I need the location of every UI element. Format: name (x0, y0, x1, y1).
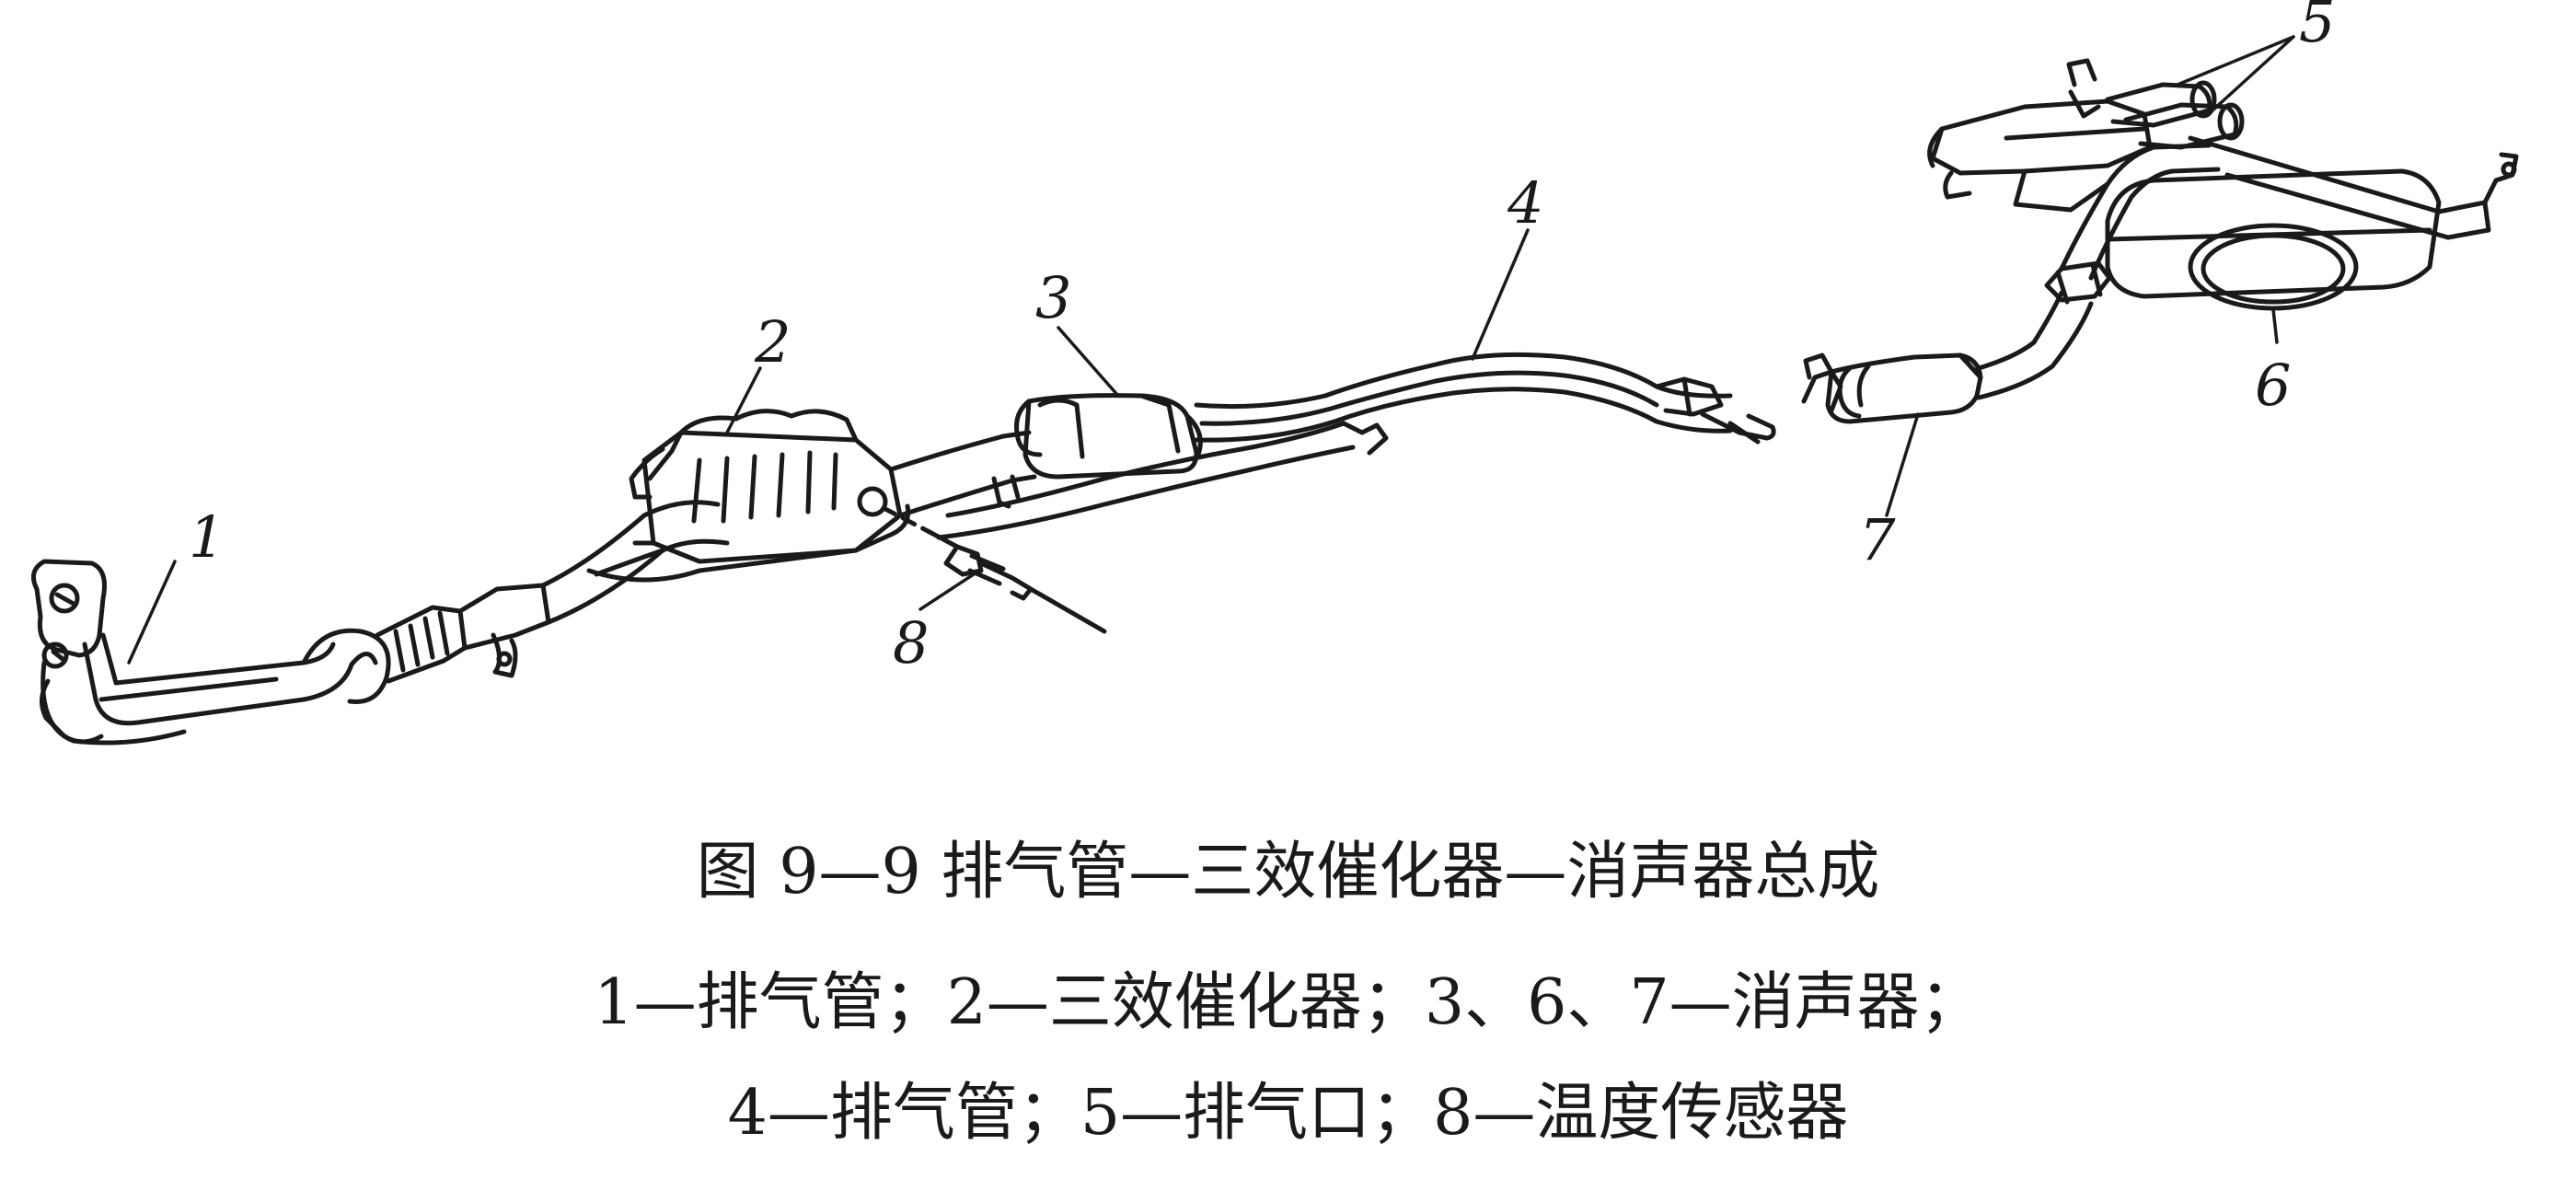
figure-title: 图 9—9 排气管—三效催化器—消声器总成 (696, 836, 1880, 908)
figure-legend-line-1: 1—排气管；2—三效催化器；3、6、7—消声器； (594, 966, 1982, 1039)
callout-leaders (127, 35, 2295, 665)
rear-pre-muffler (1825, 290, 2094, 424)
callout-number-5: 5 (2299, 0, 2335, 55)
leader-7 (1885, 412, 1920, 517)
leader-1 (127, 560, 177, 665)
callout-number-6: 6 (2255, 352, 2291, 419)
front-exhaust-pipe (30, 559, 551, 746)
pipe-clamp (1654, 353, 1843, 445)
figure-legend-line-2: 4—排气管；5—排气口；8—温度传感器 (727, 1077, 1849, 1150)
callout-number-7: 7 (1859, 506, 1896, 573)
leader-6 (2271, 307, 2279, 344)
callout-number-8: 8 (893, 609, 929, 676)
leader-5a (2176, 35, 2295, 87)
leader-3 (1057, 326, 1120, 398)
exhaust-system-diagram: 1 2 3 4 5 6 7 8 (30, 0, 2519, 746)
leader-8 (918, 569, 981, 611)
callout-number-3: 3 (1035, 264, 1071, 331)
leader-5b (2211, 35, 2295, 112)
callout-number-2: 2 (754, 308, 791, 376)
middle-muffler (888, 393, 1203, 518)
callout-number-4: 4 (1507, 169, 1543, 237)
middle-exhaust-pipe (936, 352, 1733, 540)
rear-muffler (1927, 58, 2519, 311)
leader-4 (1471, 228, 1530, 361)
callout-number-1: 1 (189, 503, 225, 571)
leader-2 (725, 366, 762, 434)
catalytic-converter (540, 409, 911, 625)
